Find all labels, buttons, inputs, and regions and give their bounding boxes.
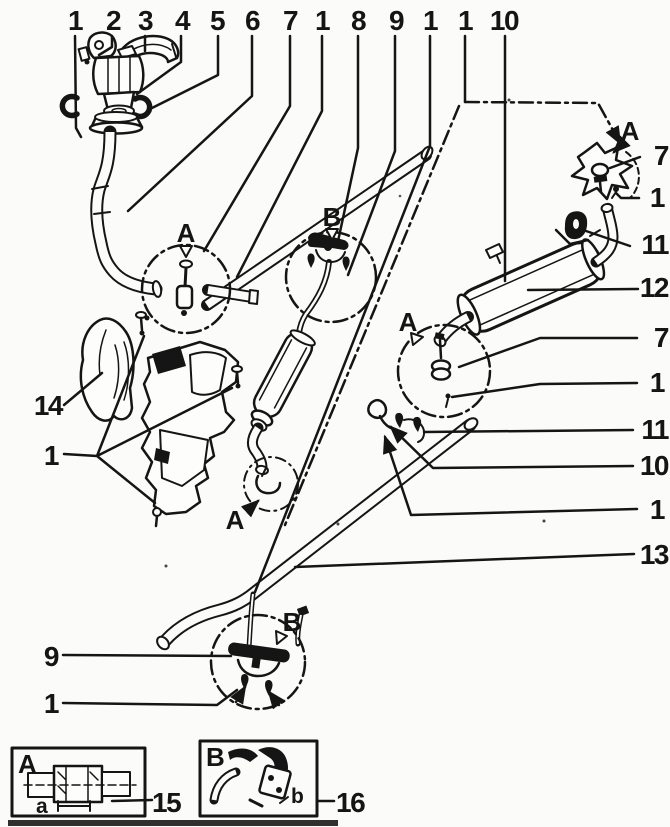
callout-left-9: 9 xyxy=(44,641,59,672)
mid-hanger-detail xyxy=(307,232,350,271)
front-joint-bolt xyxy=(175,259,194,316)
callout-right-13: 13 xyxy=(640,539,669,570)
downpipe xyxy=(90,125,163,298)
clamp-left xyxy=(59,93,80,119)
callout-left-1a: 1 xyxy=(44,440,59,471)
inset-b-part-label: b xyxy=(291,785,304,808)
callout-top-12: 1 xyxy=(458,5,473,36)
left-callouts: 14 1 9 1 xyxy=(34,390,66,719)
callout-top-8: 1 xyxy=(315,5,330,36)
callout-right-7a: 7 xyxy=(654,140,669,171)
callout-right-1b: 1 xyxy=(650,367,665,398)
rear-muffler xyxy=(433,202,619,348)
shield-bolts xyxy=(135,311,243,528)
detail-circle-tail-hanger xyxy=(209,613,307,711)
marker-a-rear: A xyxy=(399,307,418,337)
clamp-right xyxy=(132,94,153,120)
marker-b-tail: B xyxy=(283,607,302,637)
callout-top-3: 3 xyxy=(138,5,153,36)
callout-right-10: 10 xyxy=(640,450,669,481)
callout-left-14: 14 xyxy=(34,390,64,421)
tail-hanger-rod xyxy=(246,591,310,651)
top-callouts: 1 2 3 4 5 6 7 1 8 9 1 1 10 xyxy=(68,5,521,36)
center-resonator xyxy=(246,329,316,476)
tailpipe-bracket xyxy=(554,141,640,246)
marker-b-mid: B xyxy=(323,202,342,232)
callout-16: 16 xyxy=(336,787,365,818)
inset-a-dim-label: a xyxy=(36,795,48,818)
flex-joint xyxy=(255,467,282,495)
callout-right-1c: 1 xyxy=(650,494,665,525)
inset-b-label: B xyxy=(206,742,225,772)
heat-shield-main xyxy=(140,340,240,516)
callout-right-7b: 7 xyxy=(654,322,669,353)
exhaust-manifold xyxy=(59,31,180,135)
callout-left-1b: 1 xyxy=(44,688,59,719)
marker-a-front: A xyxy=(177,218,196,248)
callout-top-10: 9 xyxy=(389,5,404,36)
inset-a-label: A xyxy=(18,749,37,779)
marker-a-flex: A xyxy=(226,505,245,535)
muffler-bracket xyxy=(485,243,504,259)
callout-top-5: 5 xyxy=(210,5,225,36)
detail-circle-rear-joint xyxy=(396,323,492,419)
right-callouts: 7 1 11 12 7 1 11 10 1 13 xyxy=(640,140,670,570)
leader-lines xyxy=(61,34,642,710)
callout-right-11a: 11 xyxy=(641,229,669,260)
callout-top-7: 7 xyxy=(283,5,298,36)
intermediate-pipe xyxy=(156,417,479,651)
heat-shield-small xyxy=(79,317,135,422)
callout-right-11b: 11 xyxy=(641,414,669,445)
callout-15: 15 xyxy=(152,787,181,818)
inset-box-a: A a 15 xyxy=(10,746,183,818)
marker-a-tailpipe: A xyxy=(621,116,640,146)
rear-joint-hardware xyxy=(430,332,452,408)
callout-top-2: 2 xyxy=(106,5,121,36)
tail-hanger-detail xyxy=(228,642,290,696)
callout-right-12: 12 xyxy=(640,272,669,303)
callout-top-6: 6 xyxy=(245,5,260,36)
callout-top-4: 4 xyxy=(175,5,191,36)
front-pipe xyxy=(201,145,434,311)
callout-top-1: 1 xyxy=(68,5,83,36)
callout-top-13: 10 xyxy=(490,5,519,36)
detail-letters: A A B A A B xyxy=(177,116,640,645)
hanger-rod xyxy=(296,259,332,336)
scan-artifacts xyxy=(8,98,546,826)
callout-right-1a: 1 xyxy=(650,182,665,213)
inset-box-b: B b 16 xyxy=(198,739,367,818)
callout-top-11: 1 xyxy=(423,5,438,36)
callout-top-9: 8 xyxy=(351,5,366,36)
